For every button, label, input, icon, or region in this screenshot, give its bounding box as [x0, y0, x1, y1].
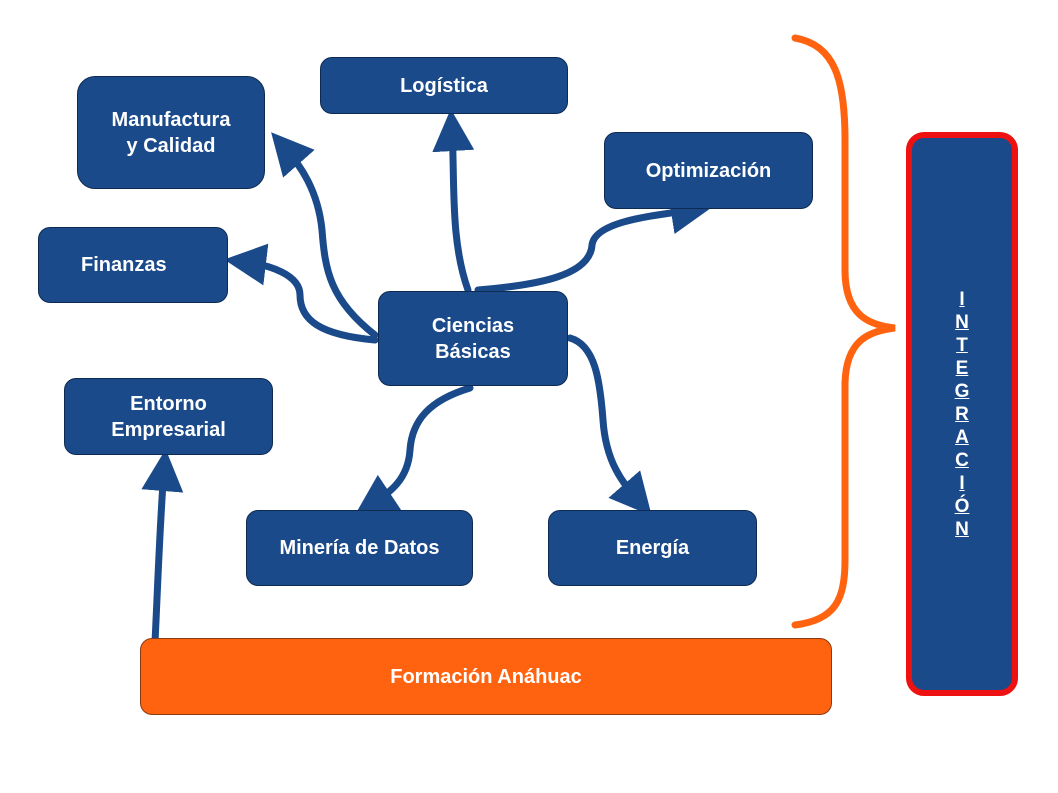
- node-formacion-label: Formación Anáhuac: [390, 665, 582, 688]
- integracion-letter: R: [955, 403, 969, 425]
- arrow-to-energia: [566, 334, 652, 516]
- integration-brace: [791, 34, 896, 629]
- node-finanzas-label: Finanzas: [81, 254, 167, 276]
- integracion-letter: T: [956, 334, 968, 356]
- integracion-letter: I: [959, 472, 965, 494]
- arrow-to-finanzas: [224, 243, 379, 344]
- node-entorno-label: Entorno Empresarial: [111, 392, 226, 441]
- integracion-letter: C: [955, 449, 969, 471]
- node-logistica: Logística: [320, 57, 568, 114]
- node-optimizacion: Optimización: [604, 132, 813, 209]
- node-energia-label: Energía: [615, 537, 690, 559]
- integracion-letter: N: [955, 518, 969, 540]
- integracion-letter: I: [959, 288, 965, 310]
- arrow-to-logistica: [432, 109, 475, 294]
- arrow-to-mineria: [354, 384, 474, 516]
- node-mineria-label: Minería de Datos: [279, 537, 440, 559]
- node-mineria-de-datos: Minería de Datos: [246, 510, 473, 586]
- node-ciencias-label: Ciencias Básicas: [431, 314, 515, 363]
- arrow-to-entorno: [141, 449, 184, 646]
- integracion-letter: G: [954, 380, 970, 402]
- node-logistica-label: Logística: [400, 74, 488, 97]
- node-manufactura-label: Manufactura y Calidad: [111, 108, 231, 157]
- integracion-letter: A: [955, 426, 969, 448]
- arrow-to-manufactura: [271, 132, 379, 339]
- node-entorno-empresarial: Entorno Empresarial: [64, 378, 273, 455]
- integracion-letter: E: [955, 357, 969, 379]
- node-manufactura: Manufactura y Calidad: [77, 76, 265, 189]
- arrow-to-optimizacion: [474, 192, 713, 294]
- node-ciencias-basicas: Ciencias Básicas: [378, 291, 568, 386]
- node-formacion-anahuac: Formación Anáhuac: [140, 638, 832, 715]
- node-finanzas: Finanzas: [38, 227, 228, 303]
- integracion-panel: I N T E G R A C I Ó N: [906, 132, 1018, 696]
- node-energia: Energía: [548, 510, 757, 586]
- integracion-letter: Ó: [954, 495, 970, 517]
- node-optimizacion-label: Optimización: [645, 159, 772, 182]
- integracion-letter: N: [955, 311, 969, 333]
